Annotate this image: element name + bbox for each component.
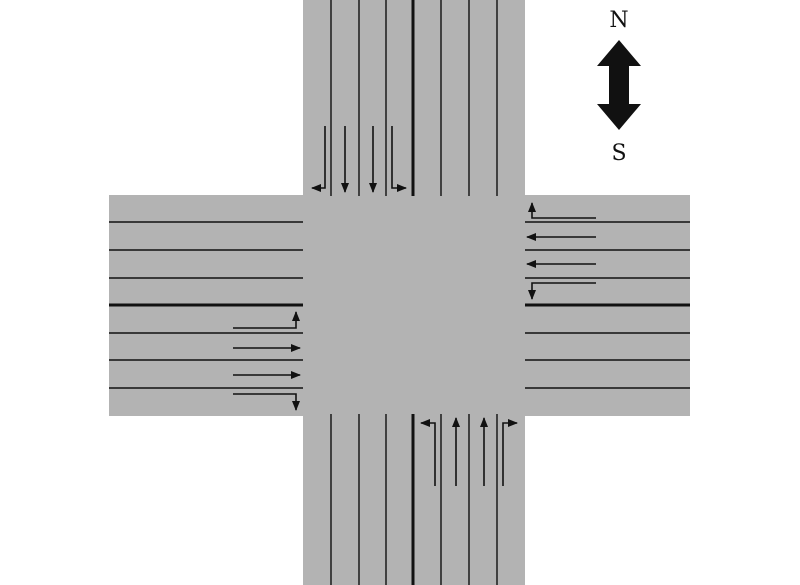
compass: N S [597,8,641,166]
intersection-box [303,195,525,416]
east-approach-arrows [526,202,596,300]
left-turn-arrow [420,419,436,486]
compass-north-label: N [609,8,628,33]
right-turn-arrow [233,393,300,411]
left-turn-arrow [391,126,407,192]
right-turn-arrow [528,202,596,219]
lane-arrows [233,126,596,486]
left-turn-arrow [528,282,596,300]
right-turn-arrow [502,419,518,486]
right-turn-arrow [311,126,326,192]
west-approach-arrows [233,311,301,411]
north-approach-arrows [311,126,407,193]
north-south-arrow-icon [597,40,641,130]
road-surface [109,0,690,585]
compass-south-label: S [611,141,626,166]
left-turn-arrow [233,311,300,329]
lane-markings [109,0,690,585]
south-approach-arrows [420,417,518,486]
